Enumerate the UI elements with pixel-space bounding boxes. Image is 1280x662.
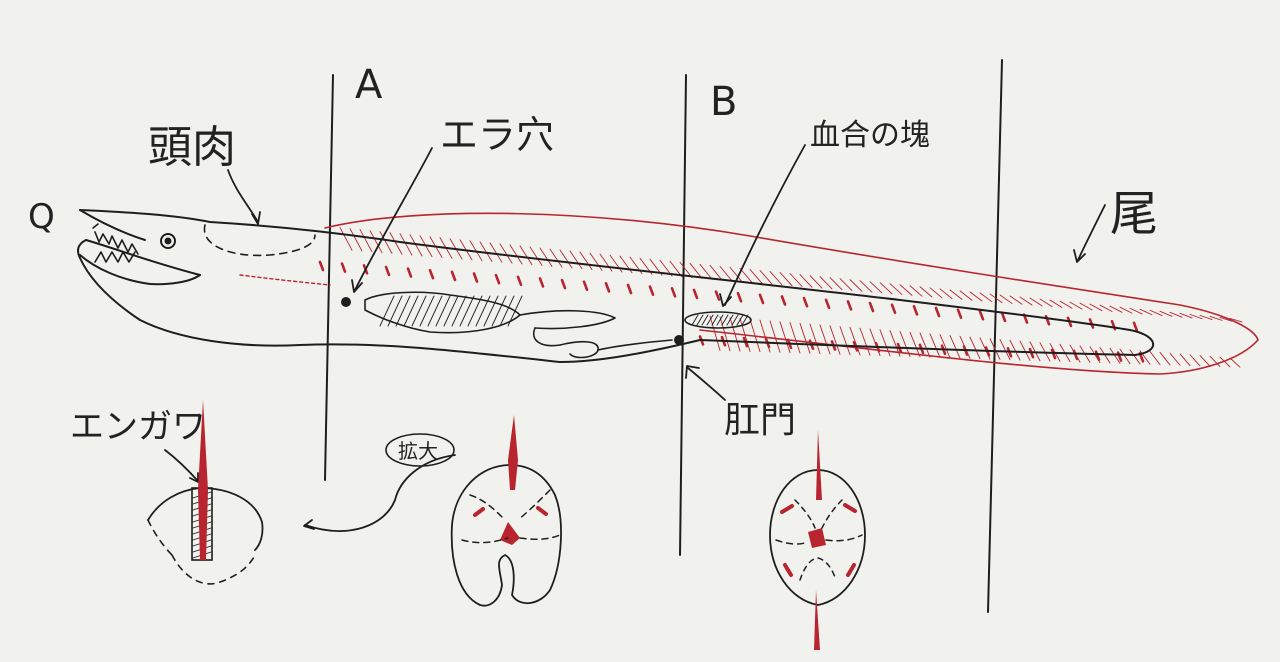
mouth-mark: Q [28,197,55,237]
gill-hole-label: エラ穴 [440,113,554,157]
anus-label: 肛門 [724,400,796,441]
organ-hatching [379,295,523,327]
section-line-a [324,74,334,481]
blood-lump-label: 血合の塊 [810,118,930,153]
section-a-label: A [355,62,383,108]
eel-outline [77,209,1155,363]
section-b-label: B [710,79,737,125]
cross-section-a [450,415,562,607]
cross-section-b [769,430,866,650]
organs [364,291,752,359]
section-line-c [987,59,1003,613]
anus-dot [674,335,684,345]
enlarged-label: 拡大 [398,439,438,463]
muscle-segment-marks [318,260,1145,363]
head-meat-label: 頭肉 [148,122,236,173]
cross-section-engawa [147,400,264,585]
engawa-label: エンガワ [70,407,206,447]
gill-hole-dot [341,297,351,307]
arrows [164,144,1106,532]
section-line-b [679,74,687,556]
tail-label: 尾 [1110,186,1158,242]
blood-lump-shape [684,311,752,329]
enlarged-label-oval [385,433,455,467]
eye [160,233,176,249]
